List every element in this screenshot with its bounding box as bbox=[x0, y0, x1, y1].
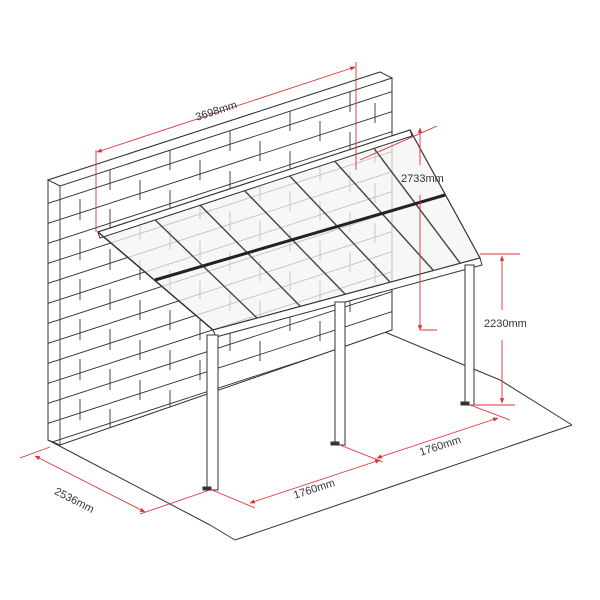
dim-label-front-height: 2230mm bbox=[484, 318, 527, 330]
dimension-lines bbox=[19, 62, 520, 515]
dim-label-wall-height: 2733mm bbox=[401, 173, 444, 185]
post-left bbox=[206, 334, 219, 491]
post-middle bbox=[334, 301, 346, 446]
post-right bbox=[464, 264, 475, 406]
polycarbonate-roof bbox=[96, 129, 483, 338]
